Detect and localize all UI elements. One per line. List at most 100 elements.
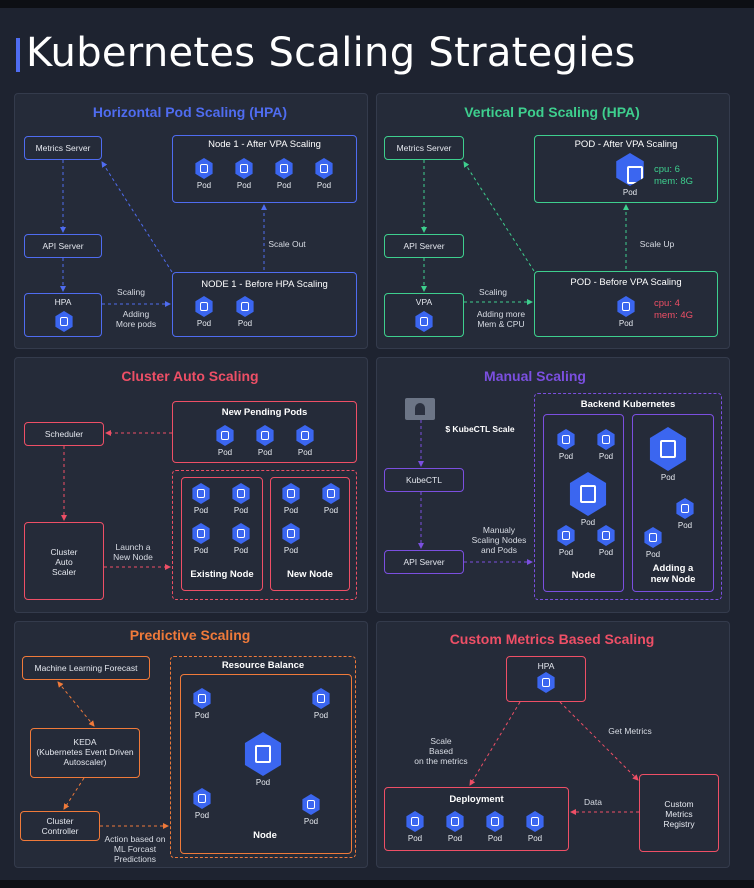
top-border <box>0 0 754 8</box>
custom-hpa: HPA <box>506 656 586 702</box>
vpa-before-title: POD - Before VPA Scaling <box>570 277 682 288</box>
manual-backend-title: Backend Kubernetes <box>580 399 676 410</box>
predictive-ml-forecast: Machine Learning Forecast <box>22 656 150 680</box>
panel-cluster <box>14 357 368 613</box>
panel-predictive <box>14 621 368 868</box>
pod-hexagon-icon <box>193 788 211 809</box>
manual-node-label: Node <box>571 570 596 581</box>
pod-icon: Pod <box>191 158 217 190</box>
pod-hexagon-icon <box>302 794 320 815</box>
hpa-metrics-server: Metrics Server <box>24 136 102 160</box>
pod-icon: Pod <box>228 523 254 555</box>
pod-icon: Pod <box>613 296 639 328</box>
pod-icon: Pod <box>271 158 297 190</box>
manual-scaling-label: Manualy Scaling Nodes and Pods <box>471 525 527 555</box>
pod-label: Pod <box>558 548 574 557</box>
pod-icon: Pod <box>212 425 238 457</box>
pod-hexagon-icon <box>406 811 424 832</box>
manual-kubectl: KubeCTL <box>384 468 464 492</box>
pod-hexagon-icon <box>649 427 687 471</box>
pod-label: Pod <box>237 319 253 328</box>
pod-hexagon-icon <box>192 523 210 544</box>
panel-custom-title: Custom Metrics Based Scaling <box>449 631 655 647</box>
manual-new-node-label: Adding a new Node <box>650 563 696 585</box>
vpa-vpa-box: VPA <box>384 293 464 337</box>
pod-label: Pod <box>598 548 614 557</box>
pod-hexagon-icon <box>557 525 575 546</box>
pod-icon: Pod <box>232 296 258 328</box>
pod-label: Pod <box>233 506 249 515</box>
vpa-adding-label: Adding more Mem & CPU <box>476 309 526 329</box>
pod-label: Pod <box>580 518 596 527</box>
pod-label: Pod <box>196 319 212 328</box>
pod-hexagon-icon <box>216 425 234 446</box>
vpa-before-cpu: cpu: 4 <box>654 298 680 309</box>
pod-icon: Pod <box>522 811 548 843</box>
pod-hexagon-icon <box>244 732 282 776</box>
pod-icon: Pod <box>318 483 344 515</box>
vpa-scaling-label: Scaling <box>479 287 507 297</box>
panel-predictive-title: Predictive Scaling <box>129 627 251 643</box>
cluster-new-node <box>270 477 350 591</box>
pod-hexagon-icon <box>446 811 464 832</box>
pod-hexagon-icon <box>275 158 293 179</box>
pod-icon: Pod <box>252 425 278 457</box>
custom-data-label: Data <box>584 797 602 807</box>
pod-label: Pod <box>407 834 423 843</box>
predictive-resource-group <box>170 656 356 858</box>
bottom-border <box>0 880 754 888</box>
pod-label: Pod <box>283 546 299 555</box>
cluster-pending-title: New Pending Pods <box>221 407 308 418</box>
pod-label: Pod <box>193 546 209 555</box>
pod-label: Pod <box>447 834 463 843</box>
vpa-icon <box>411 311 437 332</box>
panel-cluster-title: Cluster Auto Scaling <box>121 368 259 384</box>
pod-icon: Pod <box>189 688 215 720</box>
pod-label: Pod <box>660 473 676 482</box>
cluster-nodes-group <box>172 470 357 600</box>
custom-hpa-icon <box>533 672 559 693</box>
manual-backend-group <box>534 393 722 600</box>
pod-hexagon-icon <box>235 158 253 179</box>
manual-new-node <box>632 414 714 592</box>
pod-hexagon-icon <box>569 472 607 516</box>
hpa-hpa-box: HPA <box>24 293 102 337</box>
pod-hexagon-icon <box>312 688 330 709</box>
panel-custom <box>376 621 730 868</box>
page-title: Kubernetes Scaling Strategies <box>26 30 636 76</box>
pod-icon: Pod <box>191 296 217 328</box>
pod-hexagon-icon <box>232 523 250 544</box>
hpa-scale-out-label: Scale Out <box>268 239 306 249</box>
pod-icon: Pod <box>593 525 619 557</box>
pod-label: Pod <box>323 506 339 515</box>
pod-icon: Pod <box>278 483 304 515</box>
pod-icon: Pod <box>231 158 257 190</box>
cluster-scheduler: Scheduler <box>24 422 104 446</box>
panel-manual <box>376 357 730 613</box>
vpa-after-title: POD - After VPA Scaling <box>574 139 678 150</box>
pod-label: Pod <box>233 546 249 555</box>
vpa-before-mem: mem: 4G <box>654 310 694 321</box>
predictive-controller: Cluster Controller <box>20 811 100 841</box>
hpa-after-title: Node 1 - After VPA Scaling <box>208 139 321 150</box>
pod-label: Pod <box>236 181 252 190</box>
pod-icon: Pod <box>482 811 508 843</box>
title-accent-bar <box>16 38 20 72</box>
custom-scale-based-label: Scale Based on the metrics <box>414 736 468 766</box>
pod-icon: Pod <box>239 732 287 787</box>
pod-icon: Pod <box>442 811 468 843</box>
pod-label: Pod <box>283 506 299 515</box>
predictive-resource-title: Resource Balance <box>221 660 305 671</box>
pod-hexagon-icon <box>597 525 615 546</box>
pod-icon: Pod <box>298 794 324 826</box>
pod-label: Pod <box>257 448 273 457</box>
vpa-before-pod <box>534 271 718 337</box>
vpa-after-pod <box>534 135 718 203</box>
pod-hexagon-icon <box>232 483 250 504</box>
pod-hexagon-icon <box>195 296 213 317</box>
pod-hexagon-icon <box>193 688 211 709</box>
pod-label: Pod <box>217 448 233 457</box>
pod-label: Pod <box>194 811 210 820</box>
pod-label: Pod <box>255 778 271 787</box>
manual-api-server: API Server <box>384 550 464 574</box>
